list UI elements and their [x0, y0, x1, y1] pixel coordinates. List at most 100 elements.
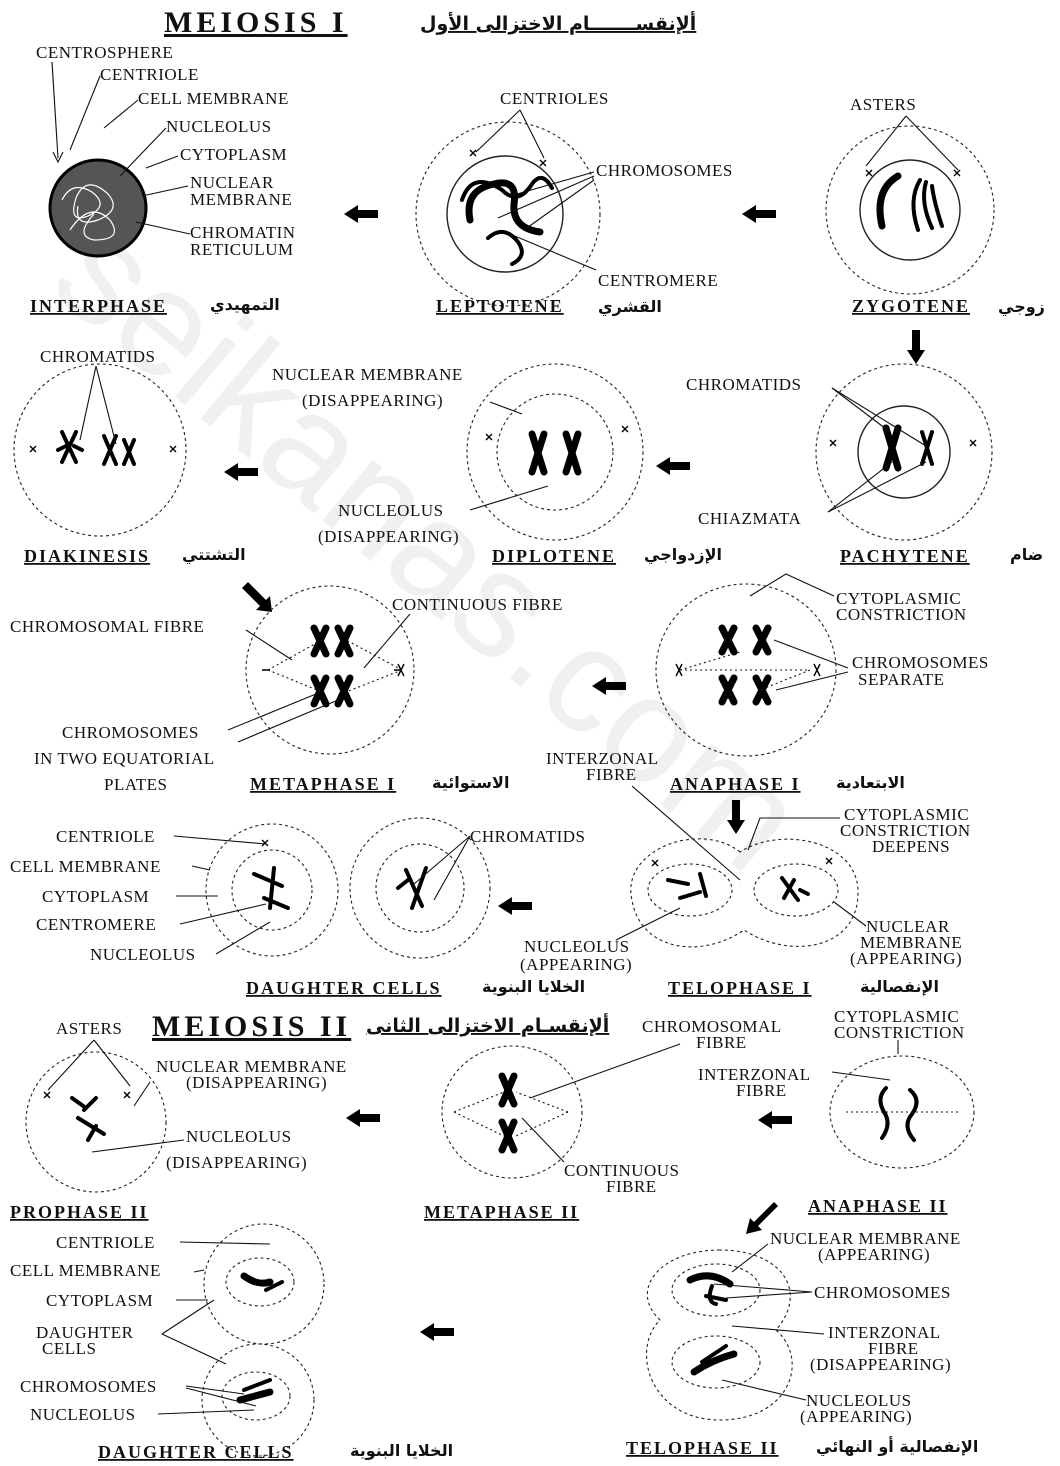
anaphase2-leaders: [832, 1040, 898, 1080]
meiosis2-title: MEIOSIS II: [152, 1010, 351, 1043]
daughter2-label-cells: CELLS: [42, 1339, 96, 1358]
metaphase2-label-fibre: FIBRE: [696, 1033, 747, 1052]
zygotene-stage-ar: زوجي: [998, 297, 1045, 317]
daughter2-label-chromosomes: CHROMOSOMES: [20, 1377, 157, 1396]
prophase2-figure: [26, 1052, 166, 1192]
arrow-diakinesis-metaphase1: [242, 582, 272, 612]
daughter1-stage-ar: الخلايا البنوية: [482, 977, 585, 996]
pachytene-figure: [816, 364, 992, 540]
metaphase1-label-continuous-fibre: CONTINUOUS FIBRE: [392, 595, 563, 614]
interphase-label-centriole: CENTRIOLE: [100, 65, 199, 84]
metaphase1-label-chromosomal-fibre: CHROMOSOMAL FIBRE: [10, 617, 204, 636]
anaphase1-stage-ar: الابتعادية: [836, 773, 905, 792]
interphase-label-nucleolus: NUCLEOLUS: [166, 117, 272, 136]
interphase-label-cytoplasm: CYTOPLASM: [180, 145, 287, 164]
daughter2-stage-ar: الخلايا البنوية: [350, 1441, 453, 1460]
diplotene-label-nuclear-membrane: NUCLEAR MEMBRANE: [272, 365, 463, 384]
telophase2-figure: [647, 1250, 793, 1420]
telophase1-label-nu-appearing: (APPEARING): [520, 955, 632, 974]
metaphase2-stage: METAPHASE II: [424, 1202, 579, 1222]
arrow-metaphase2-anaphase2: [758, 1111, 792, 1129]
zygotene-label-asters: ASTERS: [850, 95, 916, 114]
metaphase2-label-continuous-fibre: FIBRE: [606, 1177, 657, 1196]
daughter2-label-cytoplasm: CYTOPLASM: [46, 1291, 153, 1310]
anaphase1-label-fibre: FIBRE: [586, 765, 637, 784]
arrow-interphase-leptotene: [344, 205, 378, 223]
arrow-telophase2-daughter2: [420, 1323, 454, 1341]
metaphase1-label-chromosomes: CHROMOSOMES: [62, 723, 199, 742]
arrow-zygotene-pachytene: [907, 330, 925, 364]
telophase2-stage: TELOPHASE II: [626, 1438, 779, 1458]
telophase1-stage: TELOPHASE I: [668, 978, 812, 998]
metaphase2-leaders: [522, 1044, 680, 1162]
pachytene-label-chiazmata: CHIAZMATA: [698, 509, 801, 528]
leptotene-label-centromere: CENTROMERE: [598, 271, 718, 290]
zygotene-leaders: [866, 116, 958, 170]
daughter1-label-centromere: CENTROMERE: [36, 915, 156, 934]
daughter1-label-cell-membrane: CELL MEMBRANE: [10, 857, 161, 876]
prophase2-label-nm-disappearing: (DISAPPEARING): [186, 1073, 327, 1092]
interphase-label-reticulum: RETICULUM: [190, 240, 294, 259]
daughter1-leaders: [174, 836, 470, 954]
telophase2-label-chromosomes: CHROMOSOMES: [814, 1283, 951, 1302]
diakinesis-stage: DIAKINESIS: [24, 546, 150, 566]
pachytene-stage-ar: ضام: [1010, 545, 1043, 564]
interphase-stage-ar: التمهيدي: [210, 295, 280, 315]
leptotene-stage-ar: القشري: [598, 297, 662, 317]
interphase-figure: [50, 160, 146, 256]
anaphase1-label-constriction: CONSTRICTION: [836, 605, 967, 624]
leptotene-leaders: [476, 110, 596, 270]
metaphase1-stage-ar: الاستوائية: [432, 773, 509, 792]
diplotene-label-nucleolus: NUCLEOLUS: [338, 501, 444, 520]
arrow-leptotene-zygotene: [742, 205, 776, 223]
prophase2-label-asters: ASTERS: [56, 1019, 122, 1038]
diakinesis-label-chromatids: CHROMATIDS: [40, 347, 156, 366]
interphase-label-centrosphere: CENTROSPHERE: [36, 43, 173, 62]
anaphase2-label-constriction: CONSTRICTION: [834, 1023, 965, 1042]
daughter2-label-nucleolus: NUCLEOLUS: [30, 1405, 136, 1424]
telophase2-label-fibre-disappearing: (DISAPPEARING): [810, 1355, 951, 1374]
meiosis2-title-ar: ألإنقسـام الاختزالى الثانى: [366, 1013, 609, 1037]
meiosis1-title: MEIOSIS I: [164, 6, 348, 39]
zygotene-figure: [826, 126, 994, 294]
daughter2-stage: DAUGHTER CELLS: [98, 1442, 294, 1462]
telophase1-stage-ar: الإنفصالية: [860, 977, 939, 996]
anaphase2-figure: [830, 1056, 974, 1168]
telophase2-stage-ar: الإنفصالية أو النهائي: [816, 1436, 978, 1457]
diplotene-label-nu-disappearing: (DISAPPEARING): [318, 527, 459, 546]
pachytene-label-chromatids: CHROMATIDS: [686, 375, 802, 394]
daughter1-label-centriole: CENTRIOLE: [56, 827, 155, 846]
leptotene-label-chromosomes: CHROMOSOMES: [596, 161, 733, 180]
daughter1-label-chromatids: CHROMATIDS: [470, 827, 586, 846]
prophase2-label-nu-disappearing: (DISAPPEARING): [166, 1153, 307, 1172]
daughter1-label-nucleolus: NUCLEOLUS: [90, 945, 196, 964]
diplotene-stage: DIPLOTENE: [492, 546, 616, 566]
anaphase1-label-separate: SEPARATE: [858, 670, 945, 689]
leptotene-label-centrioles: CENTRIOLES: [500, 89, 609, 108]
metaphase1-label-equatorial: IN TWO EQUATORIAL: [34, 749, 215, 768]
daughter1-stage: DAUGHTER CELLS: [246, 978, 442, 998]
daughter2-figure: [202, 1224, 324, 1456]
metaphase1-stage: METAPHASE I: [250, 774, 396, 794]
pachytene-stage: PACHYTENE: [840, 546, 970, 566]
anaphase2-label-fibre: FIBRE: [736, 1081, 787, 1100]
diakinesis-stage-ar: التشتتي: [182, 545, 246, 565]
arrow-telophase1-daughter1: [498, 897, 532, 915]
telophase1-label-nucleolus: NUCLEOLUS: [524, 937, 630, 956]
telophase2-label-nm-appearing: (APPEARING): [818, 1245, 930, 1264]
anaphase1-stage: ANAPHASE I: [670, 774, 801, 794]
meiosis1-title-ar: ألإنقســـــــام الاختزالى الأول: [420, 11, 696, 35]
telophase1-label-deepens: DEEPENS: [872, 837, 950, 856]
daughter2-label-centriole: CENTRIOLE: [56, 1233, 155, 1252]
zygotene-stage: ZYGOTENE: [852, 296, 970, 316]
prophase2-stage: PROPHASE II: [10, 1202, 149, 1222]
daughter2-label-cell-membrane: CELL MEMBRANE: [10, 1261, 161, 1280]
telophase2-label-nu-appearing: (APPEARING): [800, 1407, 912, 1426]
arrow-pachytene-diplotene: [656, 457, 690, 475]
leptotene-stage: LEPTOTENE: [436, 296, 564, 316]
telophase1-label-nm-appearing: (APPEARING): [850, 949, 962, 968]
daughter1-figure: [206, 818, 490, 958]
metaphase1-label-plates: PLATES: [104, 775, 167, 794]
daughter1-label-cytoplasm: CYTOPLASM: [42, 887, 149, 906]
